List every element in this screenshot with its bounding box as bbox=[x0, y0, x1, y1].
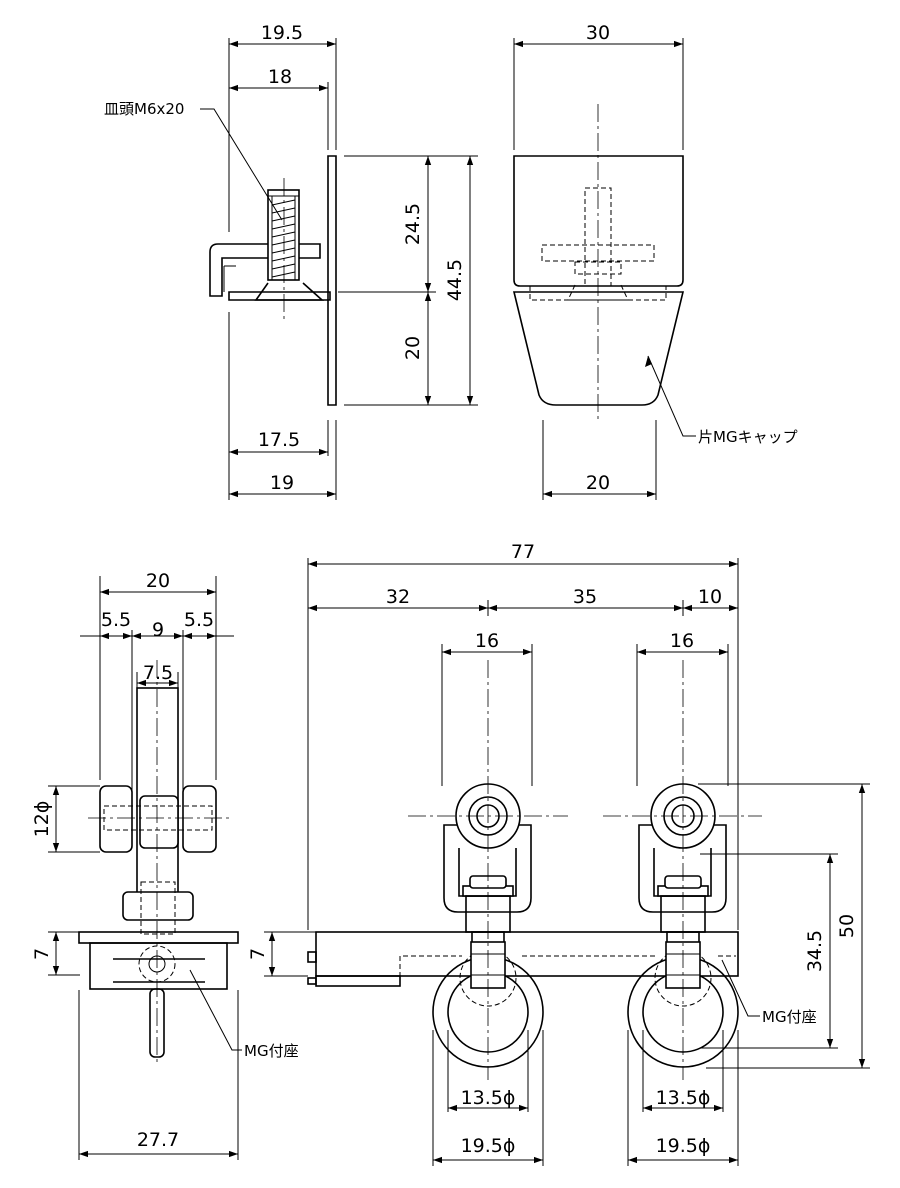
dim-5-5-right: 5.5 bbox=[184, 609, 214, 631]
base-label-end: MG付座 bbox=[244, 1042, 299, 1060]
end-view: 20 5.5 9 5.5 7.5 12ϕ bbox=[31, 570, 299, 1160]
dim-12phi: 12ϕ bbox=[31, 801, 53, 838]
dim-77: 77 bbox=[511, 541, 535, 563]
dim-20-end: 20 bbox=[146, 570, 170, 592]
dim-27-7: 27.7 bbox=[137, 1129, 179, 1151]
countersunk-screw bbox=[254, 178, 325, 322]
dim-19-5: 19.5 bbox=[261, 22, 303, 44]
plan-view: 77 32 35 10 16 16 bbox=[247, 541, 870, 1166]
dim-16-right: 16 bbox=[670, 630, 694, 652]
bracket-body bbox=[327, 155, 337, 406]
side-view: 19.5 18 17.5 19 bbox=[104, 22, 478, 500]
mg-cap bbox=[512, 291, 685, 406]
roller-left bbox=[99, 785, 133, 853]
mg-base bbox=[78, 931, 239, 944]
screw-label: 皿頭M6x20 bbox=[104, 100, 184, 118]
dim-20-front: 20 bbox=[586, 472, 610, 494]
roller-assembly-left bbox=[408, 660, 568, 1080]
dim-44-5: 44.5 bbox=[444, 259, 466, 301]
dim-16-left: 16 bbox=[475, 630, 499, 652]
hook-arm bbox=[209, 243, 321, 297]
dim-13-5-right: 13.5ϕ bbox=[656, 1087, 711, 1109]
dim-24-5: 24.5 bbox=[402, 203, 424, 245]
dim-7-5: 7.5 bbox=[143, 662, 173, 684]
dim-18: 18 bbox=[268, 66, 292, 88]
collar bbox=[122, 891, 194, 921]
dim-30: 30 bbox=[586, 22, 610, 44]
dim-10: 10 bbox=[698, 586, 722, 608]
dim-35: 35 bbox=[573, 586, 597, 608]
roller-right bbox=[182, 785, 217, 853]
dim-7-end: 7 bbox=[31, 948, 53, 960]
dim-13-5-left: 13.5ϕ bbox=[461, 1087, 516, 1109]
cap-label: 片MGキャップ bbox=[698, 428, 798, 446]
clip-upper-block bbox=[513, 155, 684, 287]
dim-20-vertical: 20 bbox=[402, 336, 424, 360]
dim-34-5: 34.5 bbox=[804, 930, 826, 972]
dim-50: 50 bbox=[836, 914, 858, 938]
roller-shaft bbox=[136, 687, 179, 899]
dim-17-5: 17.5 bbox=[258, 429, 300, 451]
base-label-plan: MG付座 bbox=[762, 1008, 817, 1026]
dim-19-5-left: 19.5ϕ bbox=[461, 1135, 516, 1157]
dim-19-5-right: 19.5ϕ bbox=[656, 1135, 711, 1157]
dim-32: 32 bbox=[386, 586, 410, 608]
dim-9: 9 bbox=[152, 619, 164, 641]
dim-7-plan: 7 bbox=[247, 948, 269, 960]
dim-5-5-left: 5.5 bbox=[101, 609, 131, 631]
dim-19: 19 bbox=[270, 472, 294, 494]
front-view: 30 片MGキャップ 20 bbox=[512, 22, 798, 500]
roller-assembly-right bbox=[603, 660, 762, 1080]
